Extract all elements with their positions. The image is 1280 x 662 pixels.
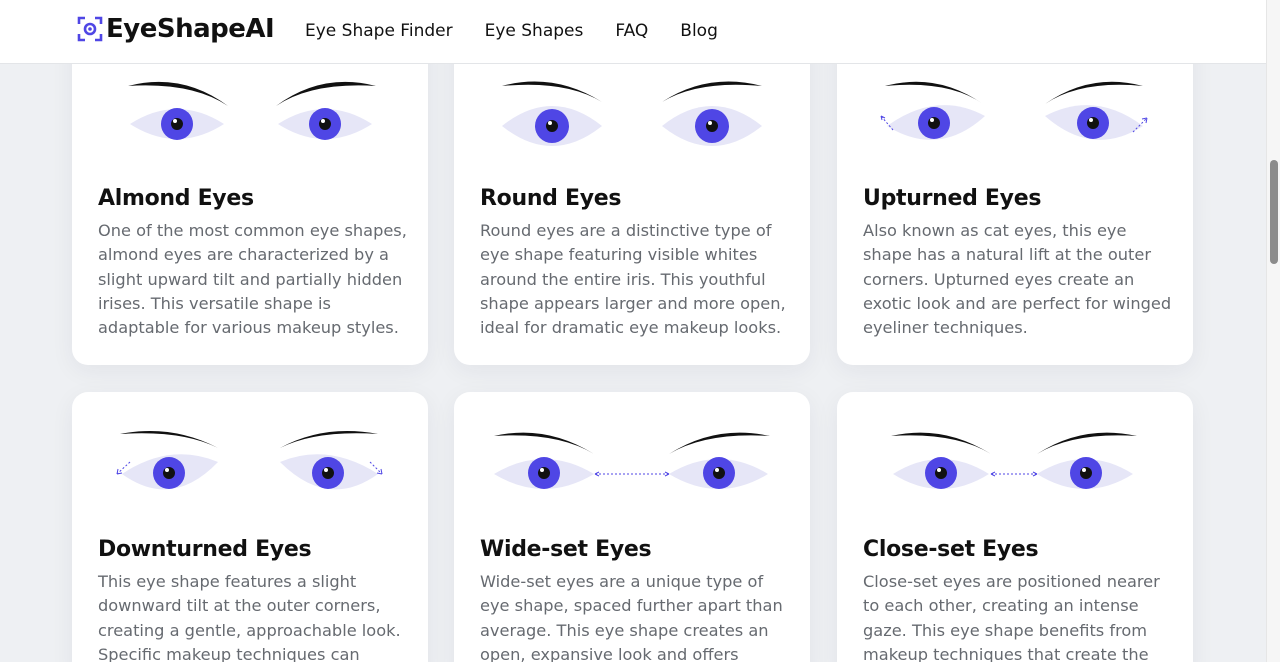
site-header: EyeShapeAI Eye Shape Finder Eye Shapes F… bbox=[0, 0, 1266, 64]
card-wide-set-eyes[interactable]: Wide-set Eyes Wide-set eyes are a unique… bbox=[454, 392, 810, 662]
logo[interactable]: EyeShapeAI bbox=[77, 14, 275, 44]
wide-set-eyes-illustration bbox=[494, 432, 770, 489]
page-scrollbar[interactable] bbox=[1266, 0, 1280, 662]
downturned-eyes-illustration bbox=[116, 431, 383, 490]
arrow-icon bbox=[369, 461, 383, 475]
right-eye-icon bbox=[1037, 432, 1137, 489]
almond-eyes-illustration bbox=[128, 81, 376, 140]
card-description: One of the most common eye shapes, almon… bbox=[98, 221, 407, 338]
card-description: Close-set eyes are positioned nearer to … bbox=[863, 572, 1160, 662]
scrollbar-thumb[interactable] bbox=[1270, 160, 1278, 264]
nav-faq[interactable]: FAQ bbox=[615, 21, 649, 41]
left-eye-icon bbox=[494, 432, 594, 489]
upturned-eyes-illustration bbox=[880, 81, 1148, 140]
right-eye-icon bbox=[1045, 81, 1148, 140]
card-description: Wide-set eyes are a unique type of eye s… bbox=[480, 572, 783, 662]
right-eye-icon bbox=[669, 432, 770, 489]
card-title: Upturned Eyes bbox=[863, 186, 1042, 211]
right-eye-icon bbox=[662, 81, 762, 146]
close-set-eyes-illustration bbox=[891, 432, 1137, 489]
card-title: Almond Eyes bbox=[98, 186, 254, 211]
card-title: Downturned Eyes bbox=[98, 537, 312, 562]
card-title: Round Eyes bbox=[480, 186, 622, 211]
card-description: Also known as cat eyes, this eye shape h… bbox=[863, 221, 1172, 338]
left-eye-icon bbox=[880, 81, 985, 140]
card-upturned-eyes[interactable]: Upturned Eyes Also known as cat eyes, th… bbox=[837, 30, 1193, 365]
card-title: Close-set Eyes bbox=[863, 537, 1039, 562]
logo-text: EyeShapeAI bbox=[106, 14, 275, 44]
main-nav: Eye Shape Finder Eye Shapes FAQ Blog bbox=[305, 21, 750, 41]
card-downturned-eyes[interactable]: Downturned Eyes This eye shape features … bbox=[72, 392, 428, 662]
nav-eye-shapes[interactable]: Eye Shapes bbox=[484, 21, 584, 41]
distance-arrow-icon bbox=[990, 471, 1038, 477]
card-round-eyes[interactable]: Round Eyes Round eyes are a distinctive … bbox=[454, 30, 810, 365]
logo-icon bbox=[77, 16, 103, 42]
card-almond-eyes[interactable]: Almond Eyes One of the most common eye s… bbox=[72, 30, 428, 365]
card-description: This eye shape features a slight downwar… bbox=[98, 572, 401, 662]
right-eye-icon bbox=[276, 81, 376, 140]
arrow-icon bbox=[880, 115, 894, 131]
card-close-set-eyes[interactable]: Close-set Eyes Close-set eyes are positi… bbox=[837, 392, 1193, 662]
left-eye-icon bbox=[128, 81, 228, 140]
arrow-icon bbox=[1132, 117, 1148, 133]
left-eye-icon bbox=[891, 432, 991, 489]
distance-arrow-icon bbox=[594, 471, 670, 477]
left-eye-icon bbox=[116, 431, 218, 490]
left-eye-icon bbox=[502, 81, 602, 146]
arrow-icon bbox=[116, 461, 131, 475]
nav-blog[interactable]: Blog bbox=[680, 21, 718, 41]
card-title: Wide-set Eyes bbox=[480, 537, 652, 562]
card-description: Round eyes are a distinctive type of eye… bbox=[480, 221, 786, 338]
right-eye-icon bbox=[280, 431, 383, 490]
round-eyes-illustration bbox=[502, 81, 762, 146]
nav-eye-shape-finder[interactable]: Eye Shape Finder bbox=[305, 21, 453, 41]
